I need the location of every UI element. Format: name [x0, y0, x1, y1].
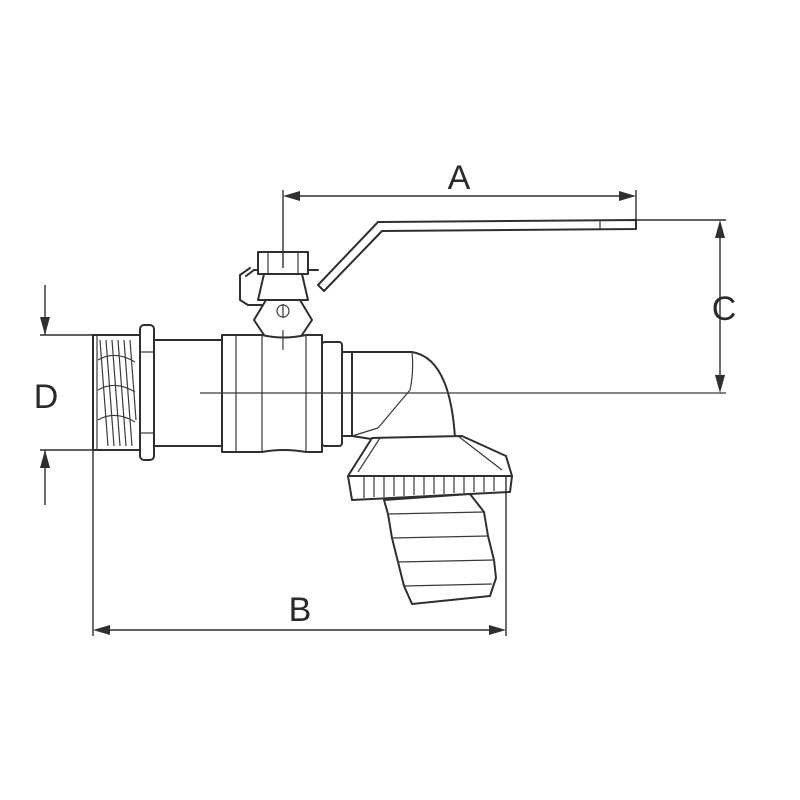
dimension-d: D — [34, 285, 97, 505]
dimension-b-label: B — [289, 591, 312, 629]
dimension-c-arrow-bottom — [715, 375, 725, 393]
coupling-knurling — [363, 476, 495, 498]
dimension-d-arrow-bottom — [40, 450, 50, 468]
dimension-b: B — [92, 450, 507, 636]
dimension-a-arrow-right — [619, 191, 636, 201]
center-lines — [200, 330, 726, 394]
outlet-elbow — [351, 351, 456, 441]
dimension-b-arrow-right — [489, 625, 506, 635]
inlet-flange — [139, 324, 155, 461]
inlet-thread — [92, 334, 141, 451]
dimension-c-label: C — [712, 290, 737, 328]
hose-coupling-nut — [347, 435, 513, 501]
dimension-d-arrow-top — [40, 317, 50, 335]
dimension-a-label: A — [448, 159, 471, 197]
dimension-a: A — [282, 159, 637, 268]
dimension-b-arrow-left — [93, 625, 110, 635]
dimension-c-arrow-top — [715, 220, 725, 238]
hose-barb — [383, 493, 497, 605]
dimension-a-arrow-left — [283, 191, 300, 201]
outlet-collar — [321, 341, 353, 447]
dimension-d-label: D — [34, 378, 59, 416]
dimension-c: C — [636, 219, 737, 393]
